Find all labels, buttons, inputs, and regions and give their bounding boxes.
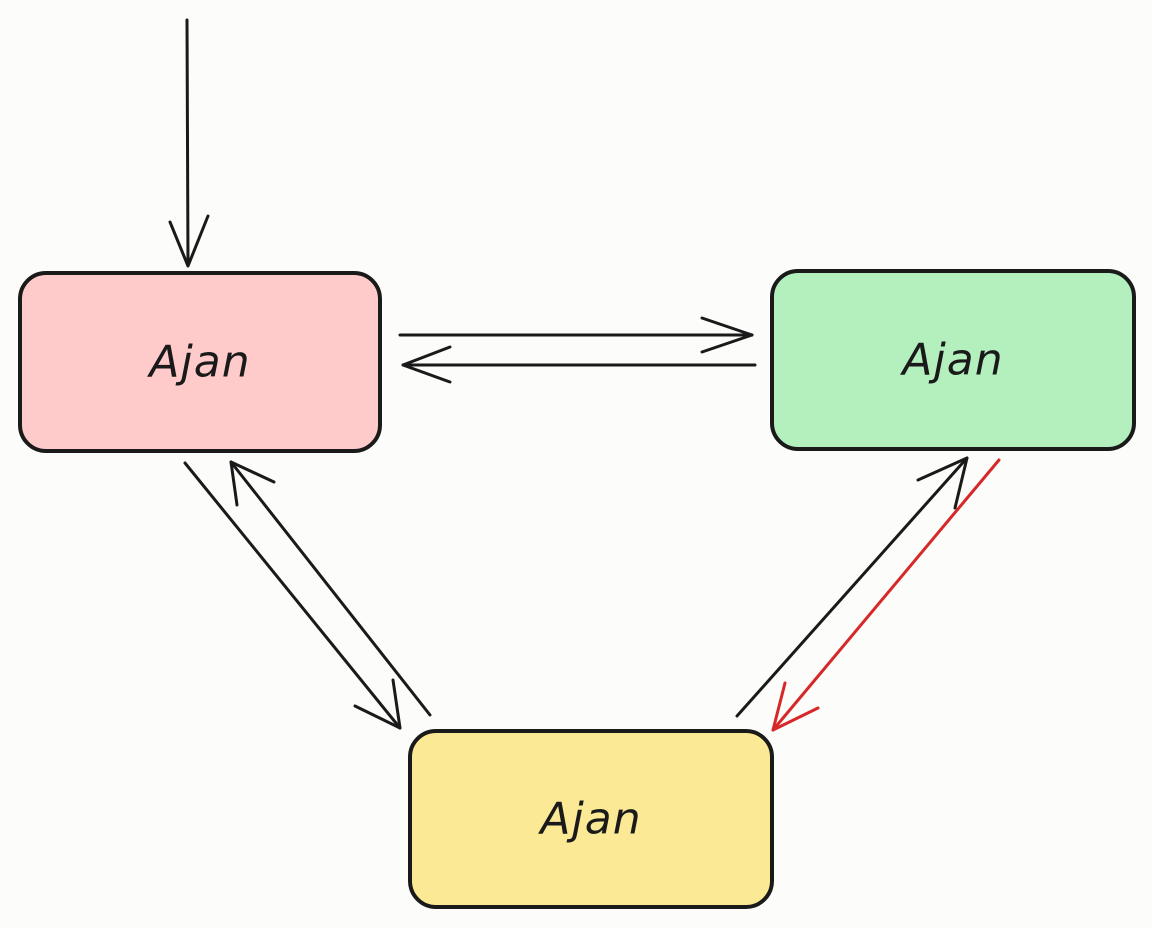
node-yellow-label: Ajan — [537, 794, 641, 845]
edge-green-to-yellow-line — [771, 458, 1001, 732]
node-pink-label: Ajan — [146, 337, 250, 388]
edge-pink-to-green — [398, 316, 754, 354]
edge-yellow-to-green — [735, 456, 969, 718]
edge-yellow-to-pink-arrowhead — [229, 460, 276, 507]
edge-green-to-pink — [401, 345, 757, 384]
edge-pink-to-green-arrowhead — [700, 316, 754, 354]
node-pink-box — [18, 271, 382, 453]
edge-green-to-yellow — [771, 458, 1001, 732]
edge-yellow-to-pink-line — [229, 460, 432, 717]
node-green-label: Ajan — [899, 335, 1003, 386]
edge-green-to-yellow-arrowhead — [771, 681, 820, 732]
edge-yellow-to-green-line — [735, 456, 969, 718]
edge-green-to-pink-arrowhead — [401, 345, 452, 384]
node-yellow[interactable]: Ajan — [408, 729, 774, 909]
edge-entry-to-pink-line — [185, 18, 190, 266]
edge-yellow-to-pink — [229, 460, 432, 717]
edge-entry-to-pink — [168, 18, 210, 268]
edge-pink-to-yellow — [183, 461, 402, 730]
node-yellow-box — [408, 729, 774, 909]
edge-pink-to-yellow-line — [183, 461, 402, 730]
node-green[interactable]: Ajan — [770, 269, 1136, 451]
edge-pink-to-yellow-arrowhead — [353, 678, 402, 730]
node-pink[interactable]: Ajan — [18, 271, 382, 453]
edge-yellow-to-green-arrowhead — [916, 456, 969, 510]
edge-entry-to-pink-arrowhead — [168, 214, 210, 268]
node-green-box — [770, 269, 1136, 451]
